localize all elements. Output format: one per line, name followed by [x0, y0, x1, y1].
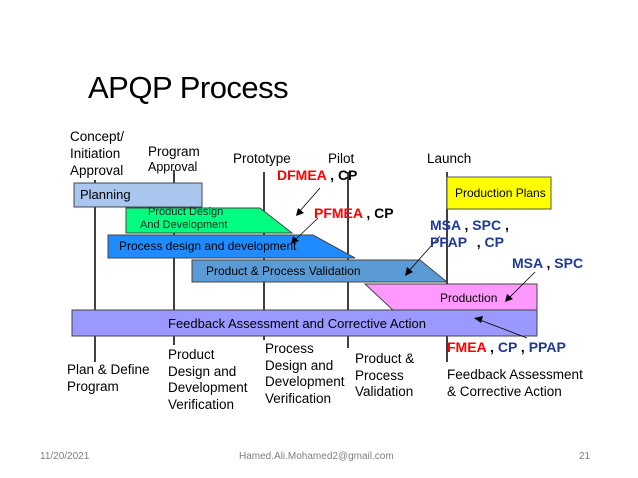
tool-dfmea-sep: ,: [330, 167, 335, 183]
milestone-program-line-2: Approval: [148, 160, 198, 174]
tool-pfmea: PFMEA , CP: [314, 205, 394, 221]
arrow-msa1: [407, 235, 441, 273]
stage-feedback-line-1: Feedback Assessment: [447, 367, 583, 382]
tool-msa1-sep-1: ,: [464, 217, 469, 233]
tool-fmea-sep-1: ,: [490, 339, 494, 355]
stage-plan-line-2: Program: [67, 378, 119, 394]
feedback-label: Feedback Assessment and Corrective Actio…: [168, 316, 426, 331]
planning-bar: [73, 182, 203, 208]
stage-pdv-line-4: Verification: [168, 396, 235, 412]
product-design-label-line-2: And Development: [140, 219, 228, 231]
tool-msa-1: MSA: [430, 217, 461, 233]
milestone-launch: Launch: [427, 151, 472, 166]
slide-title: APQP Process: [88, 70, 289, 105]
arrow-dfmea: [298, 187, 321, 213]
stage-plan-define: Plan & Define Program: [67, 362, 150, 395]
product-design-bar: [125, 207, 294, 234]
milestone-prototype: Prototype: [233, 151, 291, 166]
product-design-label-line-1: Product Design: [148, 206, 224, 218]
tool-msa-spc-1: MSA , SPC ,: [430, 217, 509, 233]
footer-email: Hamed.Ali.Mohamed2@gmail.com: [239, 451, 394, 462]
tool-fmea-ppap: PPAP: [528, 339, 566, 355]
tool-dfmea-name: DFMEA: [277, 167, 327, 183]
arrow-msa1-head: [405, 267, 413, 276]
validation-bar: [191, 259, 449, 283]
tool-msa2-sep: ,: [546, 255, 551, 271]
milestone-program-line-1: Program: [148, 144, 200, 159]
process-design-label: Process design and development: [119, 239, 297, 253]
stage-pdv-line-3: Development: [168, 380, 248, 395]
arrow-dfmea-head: [296, 208, 304, 216]
arrow-fmea: [479, 319, 528, 339]
milestone-pilot: Pilot: [328, 151, 355, 166]
tool-ppap: PPAP: [430, 234, 467, 250]
tool-spc-1: SPC: [472, 217, 502, 233]
tool-fmea-cp: CP: [497, 339, 518, 355]
milestone-concept-line-3: Approval: [70, 163, 124, 178]
arrow-pfmea: [293, 217, 319, 242]
tool-fmea-cp-ppap: FMEA , CP , PPAP: [447, 339, 566, 355]
tool-pfmea-name: PFMEA: [314, 205, 363, 221]
planning-label: Planning: [80, 187, 131, 202]
footer-page-number: 21: [579, 451, 591, 462]
arrow-msa2: [507, 271, 536, 300]
tool-msa-2: MSA: [512, 255, 543, 271]
stage-process-design-verification: Process Design and Development Verificat…: [265, 341, 345, 407]
stage-product-process-validation: Product & Process Validation: [355, 351, 414, 401]
production-plans-label: Production Plans: [455, 186, 546, 200]
tool-spc-2: SPC: [554, 255, 584, 271]
stage-process-v-line-1: Process: [265, 341, 314, 356]
stage-ppv-line-1: Product &: [355, 351, 415, 366]
milestone-concept-line-2: Initiation: [70, 146, 121, 161]
stage-ppv-line-3: Validation: [355, 384, 414, 399]
stage-process-v-line-4: Verification: [265, 390, 332, 406]
stage-process-v-line-3: Development: [265, 374, 345, 389]
product-design-label: Product Design And Development: [140, 206, 227, 232]
feedback-bar: [71, 309, 538, 337]
milestone-concept: Concept/ Initiation Approval: [70, 128, 124, 179]
arrow-pfmea-head: [291, 236, 299, 244]
tool-msa-spc-2: MSA , SPC: [512, 255, 583, 271]
stage-pdv-line-1: Product: [168, 347, 215, 362]
tool-pfmea-cp: CP: [374, 205, 394, 221]
validation-label: Product & Process Validation: [206, 264, 361, 278]
stage-plan-line-1: Plan & Define: [67, 362, 150, 377]
milestone-program: Program Approval: [148, 143, 200, 175]
tool-msa1-sep-2: ,: [504, 217, 509, 233]
arrow-fmea-head: [474, 316, 483, 323]
tool-ppap-sep: ,: [476, 234, 481, 250]
tool-ppap-cp: PPAP , CP: [430, 234, 504, 250]
production-label: Production: [440, 291, 498, 305]
stage-feedback-corrective: Feedback Assessment & Corrective Action: [447, 367, 583, 400]
stage-ppv-line-2: Process: [355, 367, 404, 383]
production-plans-box: [446, 176, 552, 210]
tool-pfmea-sep: ,: [366, 205, 371, 221]
tool-fmea-sep-2: ,: [520, 339, 525, 355]
arrow-msa2-head: [505, 294, 513, 302]
stage-product-design-verification: Product Design and Development Verificat…: [168, 347, 248, 413]
milestone-concept-line-1: Concept/: [70, 129, 125, 144]
stage-feedback-line-2: & Corrective Action: [447, 383, 562, 399]
stage-pdv-line-2: Design and: [168, 363, 237, 379]
tool-fmea: FMEA: [447, 339, 487, 355]
tool-ppap-cp: CP: [484, 234, 504, 250]
footer-date: 11/20/2021: [40, 451, 90, 462]
stage-process-v-line-2: Design and: [265, 357, 334, 373]
tool-dfmea-cp: CP: [337, 167, 358, 183]
tool-dfmea: DFMEA , CP: [277, 167, 357, 183]
